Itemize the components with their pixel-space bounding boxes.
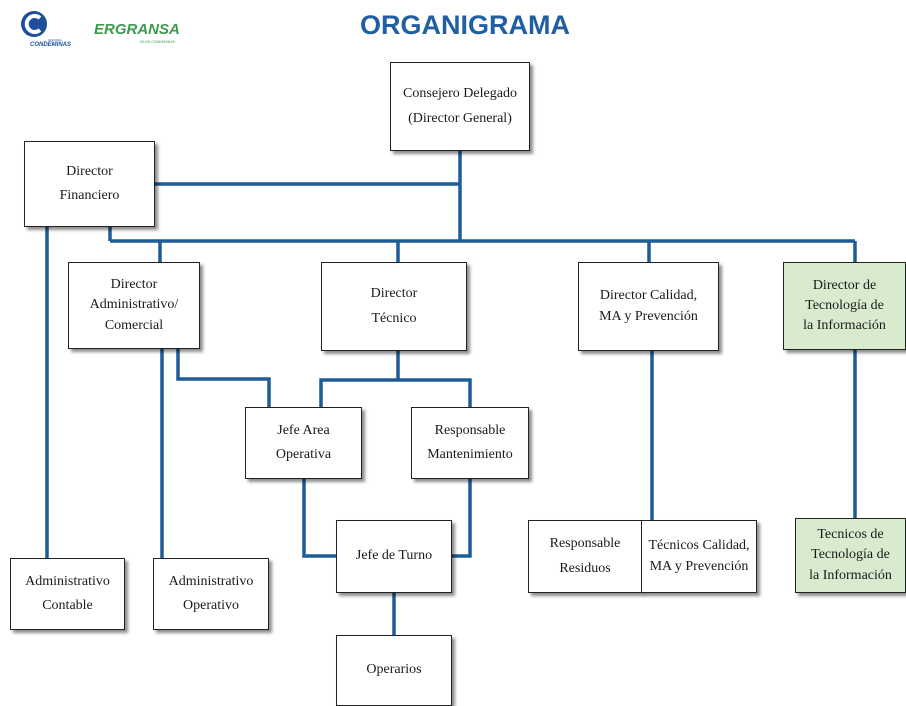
line-tecnico-split xyxy=(319,378,472,407)
node-director-tecnico: Director Técnico xyxy=(321,262,467,351)
page-title: ORGANIGRAMA xyxy=(360,10,570,40)
node-operarios: Operarios xyxy=(336,635,452,706)
svg-text:CONDEMINAS: CONDEMINAS xyxy=(30,42,71,48)
node-administrativo-operativo: Administrativo Operativo xyxy=(153,558,269,630)
svg-text:ERGRANSA: ERGRANSA xyxy=(94,21,180,38)
node-jefe-de-turno: Jefe de Turno xyxy=(336,520,452,593)
node-director-administrativo: Director Administrativo/ Comercial xyxy=(68,262,200,349)
node-consejero-delegado: Consejero Delegado (Director General) xyxy=(390,62,530,151)
node-director-tecnologia: Director de Tecnología de la Información xyxy=(783,262,906,350)
line-mant-turno xyxy=(452,478,472,558)
svg-text:HOLDING: HOLDING xyxy=(48,38,62,42)
node-tecnicos-calidad: Técnicos Calidad, MA y Prevención xyxy=(641,520,757,593)
node-director-financiero: Director Financiero xyxy=(24,141,155,227)
node-responsable-residuos: Responsable Residuos xyxy=(528,520,642,593)
node-tecnicos-tecnologia: Tecnicos de Tecnología de la Información xyxy=(795,518,906,593)
node-jefe-area-operativa: Jefe Area Operativa xyxy=(245,407,362,479)
svg-text:SILOS CONDEMINAS: SILOS CONDEMINAS xyxy=(140,40,176,44)
node-director-calidad: Director Calidad, MA y Prevención xyxy=(578,262,719,351)
ergransa-logo: ERGRANSA SILOS CONDEMINAS xyxy=(94,21,180,44)
condeminas-logo: CONDEMINAS HOLDING xyxy=(21,11,71,48)
line-administrativo-jefearea xyxy=(176,348,271,407)
line-jefearea-turno xyxy=(302,478,336,558)
node-responsable-mantenimiento: Responsable Mantenimiento xyxy=(411,407,529,479)
node-administrativo-contable: Administrativo Contable xyxy=(10,558,125,630)
